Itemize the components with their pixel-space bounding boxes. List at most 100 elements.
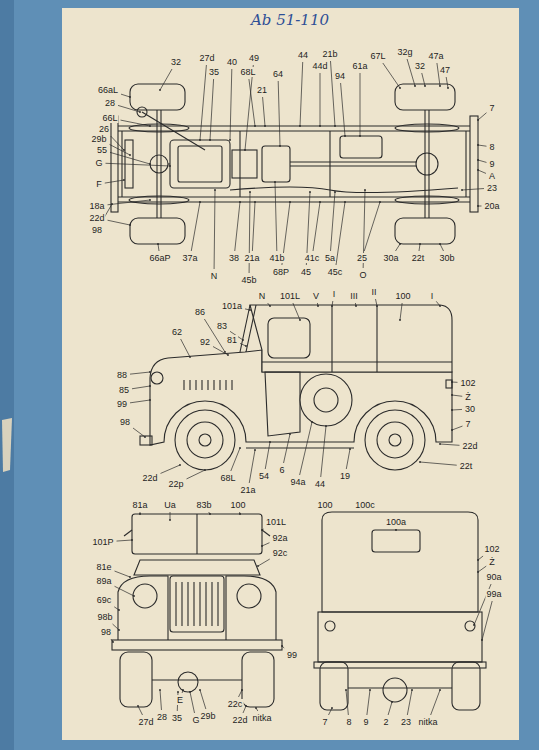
leader-line	[160, 69, 172, 90]
leader-line	[275, 182, 277, 251]
drawing-stroke	[240, 305, 250, 352]
callout-number: 27d	[198, 53, 215, 63]
drawing-stroke	[184, 380, 232, 390]
leader-dot	[399, 319, 401, 321]
side-view	[140, 305, 452, 470]
leader-line	[231, 448, 240, 471]
leader-dot	[447, 87, 449, 89]
leader-dot	[137, 705, 139, 707]
leader-line	[252, 202, 255, 251]
drawing-stroke	[262, 530, 270, 536]
leader-line	[106, 163, 170, 166]
leader-line	[478, 145, 486, 146]
callout-number: N	[210, 271, 219, 281]
callout-number: 49	[248, 53, 260, 63]
drawing-stroke	[178, 146, 222, 182]
leader-line	[130, 372, 150, 374]
drawing-stroke	[268, 318, 310, 358]
drawing-stroke	[226, 576, 276, 640]
drawing-stroke	[130, 218, 185, 244]
leader-dot	[149, 371, 151, 373]
leader-line	[331, 192, 335, 251]
paper-sheet	[62, 8, 519, 740]
hood-louver	[219, 380, 220, 390]
leader-dot	[344, 135, 346, 137]
leader-dot	[395, 529, 397, 531]
leader-dot	[133, 595, 135, 597]
leader-dot	[129, 154, 131, 156]
hood-louver	[183, 380, 184, 390]
callout-number: 23	[486, 183, 498, 193]
leader-line	[346, 690, 348, 715]
callout-number: 22d	[231, 715, 248, 725]
leader-dot	[118, 629, 120, 631]
callout-number: 22t	[459, 461, 474, 471]
leader-dot	[261, 529, 263, 531]
callout-number: 99	[286, 650, 298, 660]
leader-line	[407, 690, 412, 715]
leader-line	[300, 62, 303, 126]
leader-dot	[149, 163, 151, 165]
callout-number: 22d	[461, 441, 478, 451]
leader-dot	[209, 513, 211, 515]
callout-number: 86	[194, 307, 206, 317]
leader-line	[187, 470, 205, 479]
leader-line	[161, 465, 180, 473]
leader-dot	[189, 356, 191, 358]
leader-dot	[311, 421, 313, 423]
leader-dot	[129, 224, 131, 226]
leader-line	[317, 303, 319, 306]
leader-dot	[227, 354, 229, 356]
callout-number: 6	[278, 465, 285, 475]
leader-line	[367, 690, 370, 715]
leader-line	[214, 190, 216, 269]
callout-number: 28	[156, 712, 168, 722]
leader-dot	[177, 691, 179, 693]
drawing-stroke	[151, 372, 163, 384]
callout-number: 21a	[239, 485, 256, 495]
cover-edge	[0, 0, 14, 750]
callout-number: 40	[226, 57, 238, 67]
leader-line	[452, 409, 462, 411]
callout-number: 98b	[96, 612, 113, 622]
leader-line	[158, 244, 159, 251]
callout-number: 30b	[438, 253, 455, 263]
drawing-stroke	[318, 612, 482, 662]
leader-dot	[481, 639, 483, 641]
leader-dot	[376, 305, 378, 307]
leader-line	[182, 690, 184, 693]
callout-number: 61a	[351, 61, 368, 71]
callout-number: 9	[362, 717, 369, 727]
leader-dot	[477, 571, 479, 573]
leader-line	[462, 189, 484, 190]
leader-dot	[139, 111, 141, 113]
callout-number: Ż	[464, 392, 472, 402]
leader-dot	[325, 425, 327, 427]
drawing-stroke	[262, 146, 290, 182]
leader-dot	[144, 436, 146, 438]
drawing-stroke	[340, 136, 382, 158]
leader-line	[200, 690, 206, 709]
drawing-stroke	[365, 410, 425, 470]
drawing-stroke	[187, 422, 223, 458]
leader-dot	[149, 385, 151, 387]
leader-line	[293, 303, 300, 320]
leader-line	[190, 692, 195, 713]
drawing-stroke	[322, 512, 478, 612]
leader-dot	[477, 205, 479, 207]
leader-line	[355, 303, 357, 306]
callout-number: 101L	[265, 517, 287, 527]
callout-number: 88	[116, 370, 128, 380]
drawing-stroke	[262, 361, 452, 362]
drawing-stroke	[112, 640, 282, 650]
leader-dot	[391, 701, 393, 703]
leader-line	[209, 512, 210, 514]
leader-dot	[424, 85, 426, 87]
callout-number: 30a	[382, 253, 399, 263]
leader-dot	[451, 409, 453, 411]
leader-line	[440, 444, 459, 445]
callout-number: 27d	[137, 717, 154, 727]
leader-dot	[254, 449, 256, 451]
drawing-stroke	[465, 621, 475, 631]
leader-line	[313, 202, 320, 251]
